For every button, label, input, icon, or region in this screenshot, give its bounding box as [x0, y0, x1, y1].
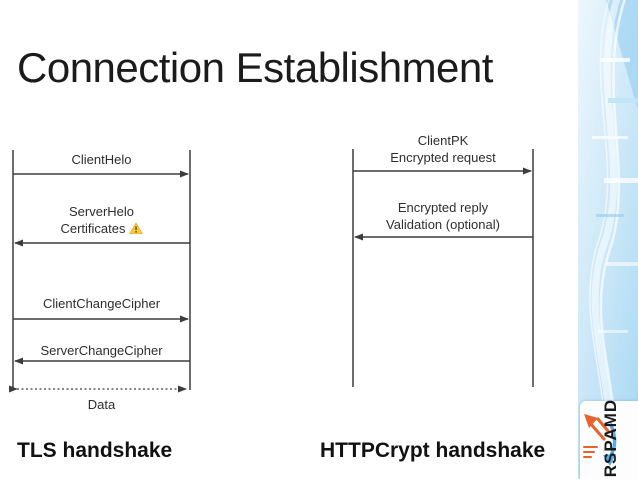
- message-line-text: Certificates: [60, 221, 126, 236]
- tls-message-label-clientchangecipher: ClientChangeCipher: [42, 296, 161, 311]
- message-line: ClientPK: [417, 133, 469, 148]
- orange-arrowhead: [584, 414, 598, 428]
- tls-message-label-serverhelo: ServerHelo Certificates: [13, 203, 190, 237]
- tls-message-label-data: Data: [87, 397, 116, 412]
- rspamd-logo: RSPAMD: [580, 398, 638, 479]
- strip-dash: [606, 262, 638, 266]
- rspamd-logo-text: RSPAMD: [601, 398, 620, 478]
- httpcrypt-message-label-reply: Encrypted reply Validation (optional): [353, 199, 533, 233]
- httpcrypt-diagram-lines: [352, 149, 534, 387]
- httpcrypt-message-label-request: ClientPK Encrypted request: [353, 132, 533, 166]
- orange-up-left-arrow-icon: [588, 417, 610, 441]
- message-line: ServerHelo: [68, 204, 135, 219]
- warning-icon: [128, 222, 143, 234]
- strip-dash: [600, 58, 630, 62]
- blue-arrowhead: [603, 454, 616, 466]
- rspamd-logo-arrows-icon: [583, 414, 617, 466]
- message-line: Encrypted reply: [397, 200, 489, 215]
- tls-message-label-serverchangecipher: ServerChangeCipher: [40, 343, 163, 358]
- strip-dash: [604, 178, 638, 183]
- page-title: Connection Establishment: [17, 44, 493, 91]
- strip-dash: [592, 136, 628, 139]
- orange-dashes: [583, 446, 598, 458]
- strip-dash: [598, 330, 628, 333]
- strip-corner-shade: [606, 0, 638, 110]
- strip-dash: [596, 214, 624, 217]
- tls-caption: TLS handshake: [17, 439, 173, 462]
- message-line: Validation (optional): [386, 217, 500, 232]
- strip-dash: [608, 98, 638, 103]
- message-line: Certificates: [13, 220, 190, 237]
- message-line: Encrypted request: [390, 150, 496, 165]
- tls-message-label-clienthelo: ClientHelo: [71, 152, 132, 167]
- httpcrypt-caption: HTTPCrypt handshake: [320, 439, 546, 462]
